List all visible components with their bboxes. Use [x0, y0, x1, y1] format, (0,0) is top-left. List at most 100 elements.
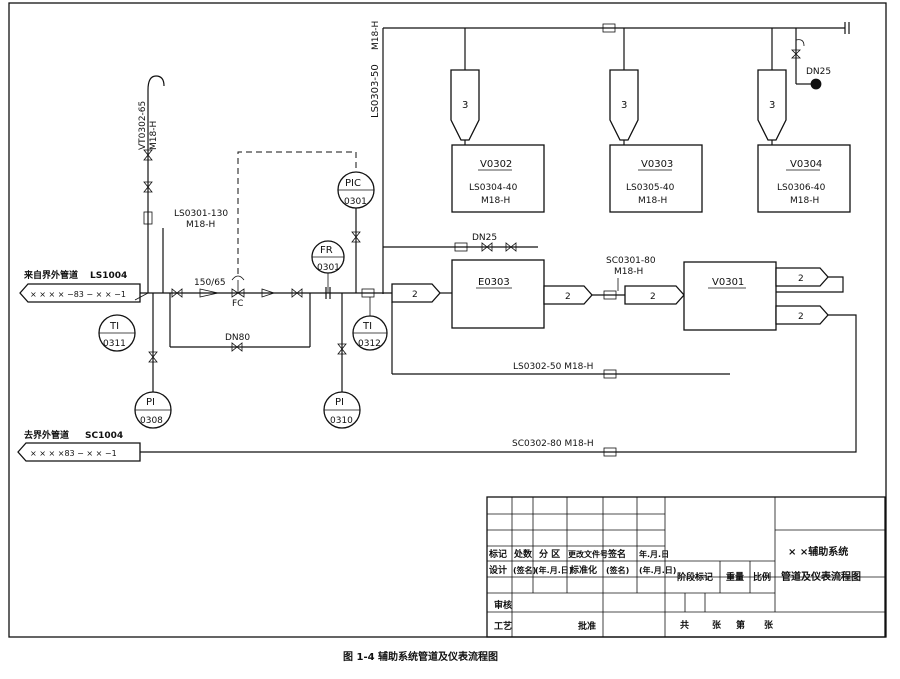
dn25-mid-label: DN25: [472, 233, 497, 243]
svg-text:0308: 0308: [140, 416, 163, 426]
vessel-v0301: V0301: [683, 261, 777, 331]
vt0302-spec: M18-H: [149, 121, 159, 150]
dn25-branch-top: DN25: [791, 28, 831, 90]
svg-text:(签名): (签名): [606, 565, 629, 575]
svg-text:PI: PI: [146, 397, 155, 408]
instrument-pic0301: PIC 0301: [337, 171, 375, 293]
outgoing-label: 去界外管道: [24, 429, 69, 441]
valve-2: [291, 288, 303, 298]
figure-caption: 图 1-4 辅助系统管道及仪表流程图: [343, 650, 498, 663]
svg-text:2: 2: [412, 290, 418, 300]
ls0304-label: LS0304-40: [469, 183, 518, 193]
connector-v0301-out-1: 2: [775, 267, 829, 287]
vent-vt0302: VT0302-65 M18-H: [138, 75, 165, 293]
instrument-ti0311: TI 0311: [98, 292, 149, 352]
svg-text:M18-H: M18-H: [790, 196, 819, 206]
sc0302-label: SC0302-80 M18-H: [512, 439, 594, 449]
incoming-line: 来自界外管道 LS1004 × × × × −83 − × × −1: [19, 269, 392, 303]
svg-text:2: 2: [798, 312, 804, 322]
svg-text:FR: FR: [320, 245, 333, 256]
svg-text:2: 2: [798, 274, 804, 284]
title-block: 标记 处数 分 区 更改文件号 签名 年.月.日 设计 (签名) (年.月.日)…: [486, 496, 886, 638]
vt0302-label: VT0302-65: [138, 101, 148, 150]
svg-text:审核: 审核: [494, 599, 512, 611]
svg-text:3: 3: [621, 100, 627, 111]
instrument-ti0312: TI 0312: [352, 288, 388, 351]
control-signal-line: [237, 151, 357, 274]
check-valve: [261, 288, 276, 298]
svg-text:0301: 0301: [317, 263, 340, 273]
reducer-label: 150/65: [194, 278, 226, 288]
ls0301-label: LS0301-130: [174, 209, 228, 219]
svg-text:PIC: PIC: [345, 178, 361, 189]
svg-text:3: 3: [769, 100, 775, 111]
instrument-fr0301: FR 0301: [311, 240, 345, 293]
svg-text:2: 2: [565, 292, 571, 302]
svg-text:阶段标记: 阶段标记: [677, 571, 713, 583]
drawing-name: 管道及仪表流程图: [781, 570, 861, 583]
instrument-pi0308: PI 0308: [134, 293, 172, 429]
ls0301-spec: M18-H: [186, 220, 215, 230]
control-valve-fc: FC: [231, 275, 245, 309]
svg-text:批准: 批准: [578, 620, 596, 632]
svg-text:V0303: V0303: [641, 159, 673, 170]
header-line-ls0303: LS0303-50 M18-H: [370, 21, 850, 294]
ls0302-label: LS0302-50 M18-H: [513, 362, 593, 372]
svg-text:V0302: V0302: [480, 159, 512, 170]
svg-text:工艺: 工艺: [494, 620, 512, 632]
svg-text:设计: 设计: [489, 564, 507, 576]
dn25-top-label: DN25: [806, 67, 831, 77]
outgoing-code: SC1004: [85, 431, 123, 441]
outgoing-spec: × × × ×83 − × × −1: [30, 449, 117, 458]
connector-to-v0301: 2: [624, 285, 685, 305]
ls0303-spec: M18-H: [371, 21, 381, 50]
svg-text:年.月.日: 年.月.日: [639, 549, 669, 559]
svg-text:更改文件号: 更改文件号: [568, 549, 608, 559]
svg-text:M18-H: M18-H: [481, 196, 510, 206]
sc0301-label: SC0301-80: [606, 256, 656, 266]
svg-text:V0301: V0301: [712, 277, 744, 288]
sc0301-spec: M18-H: [614, 267, 643, 277]
svg-text:标准化: 标准化: [569, 564, 597, 576]
exchanger-e0303: E0303: [451, 259, 545, 329]
svg-text:M18-H: M18-H: [638, 196, 667, 206]
incoming-code: LS1004: [90, 271, 127, 281]
svg-text:TI: TI: [109, 321, 119, 332]
instrument-pi0310: PI 0310: [323, 293, 361, 429]
svg-text:第: 第: [736, 619, 745, 631]
fc-label: FC: [232, 299, 243, 309]
svg-text:0301: 0301: [344, 197, 367, 207]
outgoing-line-sc0302: SC0302-80 M18-H 去界外管道 SC1004 × × × ×83 −…: [17, 314, 857, 462]
vessel-v0303: V0303 LS0305-40 M18-H: [609, 144, 703, 213]
return-line-ls0302: LS0302-50 M18-H: [391, 276, 844, 379]
connector-to-e0303: 2: [391, 283, 452, 303]
svg-text:0310: 0310: [330, 416, 353, 426]
incoming-spec: × × × × −83 − × × −1: [30, 290, 126, 299]
svg-text:3: 3: [462, 100, 468, 111]
svg-text:V0304: V0304: [790, 159, 822, 170]
svg-text:共: 共: [680, 619, 689, 631]
svg-text:张: 张: [712, 619, 722, 631]
system-name: × ×辅助系统: [788, 545, 848, 558]
connector-e0303-out: 2 SC0301-80 M18-H: [543, 256, 656, 305]
svg-text:分 区: 分 区: [539, 548, 560, 560]
svg-text:PI: PI: [335, 397, 344, 408]
dn80-label: DN80: [225, 333, 250, 343]
reducer: [199, 288, 219, 298]
svg-text:TI: TI: [362, 321, 372, 332]
svg-text:标记: 标记: [488, 548, 507, 560]
svg-text:(签名): (签名): [513, 565, 536, 575]
svg-text:(年.月.日): (年.月.日): [535, 565, 572, 575]
bypass-dn80: DN80: [169, 293, 311, 352]
svg-text:(年.月.日): (年.月.日): [639, 565, 676, 575]
svg-text:签名: 签名: [607, 548, 626, 560]
drawing-frame: [8, 2, 887, 638]
svg-text:张: 张: [764, 619, 774, 631]
flange-symbol: [602, 23, 616, 33]
vessel-v0302: V0302 LS0304-40 M18-H: [451, 144, 545, 213]
svg-text:处数: 处数: [513, 548, 533, 560]
ls0306-label: LS0306-40: [777, 183, 826, 193]
ls0305-label: LS0305-40: [626, 183, 675, 193]
